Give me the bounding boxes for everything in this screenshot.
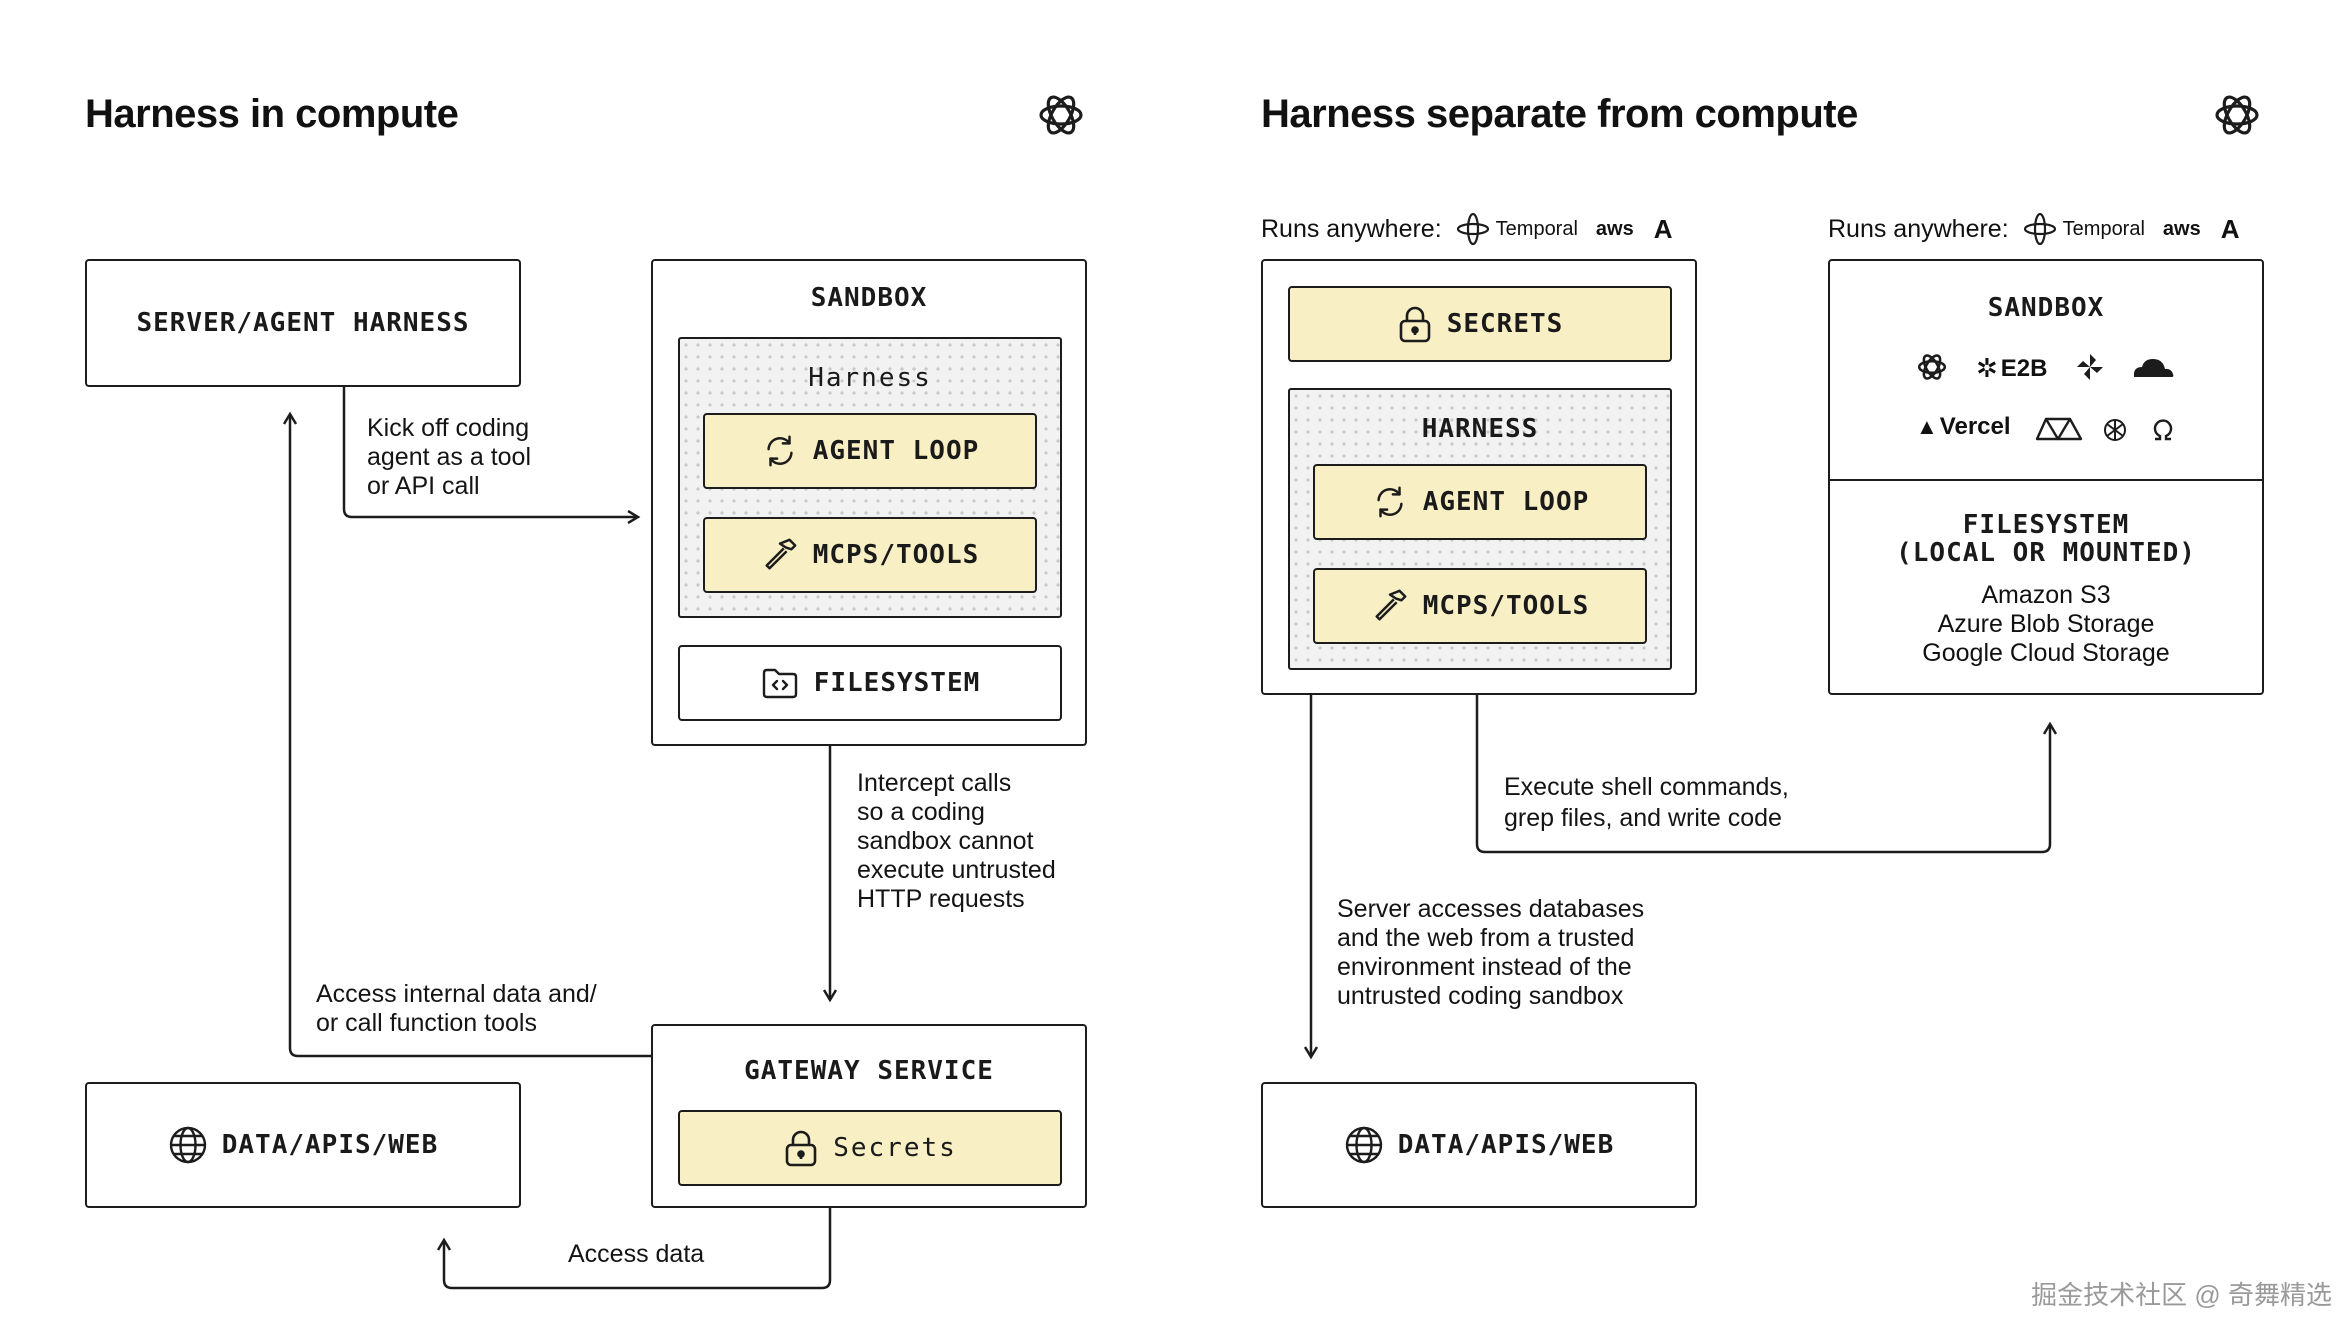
storage-item: Google Cloud Storage (1922, 639, 2170, 667)
right-secrets-box: SECRETS (1288, 286, 1672, 362)
right-data-apis-web-box: DATA/APIS/WEB (1261, 1082, 1697, 1208)
gateway-service-box: GATEWAY SERVICE Secrets (651, 1024, 1087, 1208)
annotation-execute-shell: Execute shell commands, grep files, and … (1504, 773, 1789, 832)
annotation-kickoff: Kick off coding agent as a tool or API c… (367, 414, 532, 500)
right-data-apis-web-label: DATA/APIS/WEB (1397, 1130, 1615, 1160)
right-harness-container-box: SECRETS HARNESS AGENT LOOP MCPS/TOOLS (1261, 259, 1697, 695)
daytona-provider-icon (2104, 419, 2126, 441)
annotation-intercept: Intercept calls so a coding sandbox cann… (857, 769, 1056, 913)
folder-code-icon (762, 668, 797, 699)
temporal-icon (1456, 212, 1489, 246)
left-filesystem-label: FILESYSTEM (813, 668, 981, 698)
left-agent-loop-box: AGENT LOOP (703, 413, 1037, 489)
globe-icon (169, 1126, 206, 1164)
gateway-secrets-box: Secrets (678, 1110, 1062, 1186)
right-title: Harness separate from compute (1261, 92, 1858, 136)
temporal-logo: Temporal (2023, 212, 2145, 246)
e2b-gear-icon: ✲ (1976, 353, 1998, 383)
left-filesystem-box: FILESYSTEM (678, 645, 1062, 721)
cloudflare-icon (2134, 359, 2174, 377)
right-secrets-label: SECRETS (1446, 309, 1564, 339)
e2b-logo: ✲ E2B (1976, 353, 2048, 383)
storage-item: Amazon S3 (1981, 581, 2111, 609)
left-sandbox-label: SANDBOX (810, 283, 928, 313)
openai-logo-icon (2215, 95, 2259, 135)
anthropic-logo: A (2220, 213, 2240, 244)
right-harness-box: HARNESS AGENT LOOP MCPS/TOOLS (1288, 388, 1672, 670)
right-sandbox-box: SANDBOX ✲ E2B ▲ Vercel (1828, 259, 2264, 695)
annotation-access-data: Access data (568, 1240, 705, 1268)
left-data-apis-web-label: DATA/APIS/WEB (221, 1130, 439, 1160)
runs-anywhere-label: Runs anywhere: (1261, 214, 1442, 243)
arrow-access-internal (290, 414, 651, 1058)
annotation-server-access: Server accesses databases and the web fr… (1337, 895, 1645, 1010)
arrow-execute-shell (1475, 694, 2050, 854)
left-sandbox-box: SANDBOX Harness AGENT LOOP MCPS/TOOLS (651, 259, 1087, 746)
runs-anywhere-row-harness: Runs anywhere: Temporal aws A (1261, 212, 1673, 246)
lock-icon (785, 1130, 817, 1167)
runs-anywhere-label: Runs anywhere: (1828, 214, 2009, 243)
temporal-logo: Temporal (1456, 212, 1578, 246)
right-sandbox-label: SANDBOX (1987, 293, 2105, 323)
right-filesystem-label: FILESYSTEM (LOCAL OR MOUNTED) (1896, 510, 2196, 568)
gateway-secrets-label: Secrets (833, 1133, 957, 1163)
left-agent-loop-label: AGENT LOOP (812, 436, 980, 466)
omega-provider-icon (2153, 419, 2173, 441)
modal-provider-icon (2035, 417, 2083, 441)
right-mcps-tools-box: MCPS/TOOLS (1313, 568, 1647, 644)
watermark: 掘金技术社区 @ 奇舞精选 (2031, 1280, 2332, 1310)
gateway-service-label: GATEWAY SERVICE (744, 1056, 994, 1086)
openai-provider-icon (1917, 354, 1947, 380)
arrow-kickoff (342, 386, 638, 517)
right-mcps-tools-label: MCPS/TOOLS (1422, 591, 1590, 621)
right-harness-label: HARNESS (1421, 414, 1539, 444)
left-title: Harness in compute (85, 92, 459, 136)
vercel-triangle-icon: ▲ (1916, 414, 1938, 439)
left-harness-box: Harness AGENT LOOP MCPS/TOOLS (678, 337, 1062, 618)
loop-icon (1377, 486, 1403, 518)
lock-icon (1399, 306, 1431, 343)
left-mcps-tools-label: MCPS/TOOLS (812, 540, 980, 570)
right-agent-loop-label: AGENT LOOP (1422, 487, 1590, 517)
globe-icon (1345, 1126, 1382, 1164)
server-agent-harness-box: SERVER/AGENT HARNESS (85, 259, 521, 387)
anthropic-logo: A (1653, 213, 1673, 244)
runs-anywhere-row-sandbox: Runs anywhere: Temporal aws A (1828, 212, 2240, 246)
aws-logo: aws (2162, 217, 2201, 240)
vercel-logo: ▲ Vercel (1916, 413, 2011, 440)
sandbox-divider (1830, 479, 2262, 481)
arrow-access-data (444, 1207, 832, 1290)
server-agent-harness-label: SERVER/AGENT HARNESS (136, 308, 470, 338)
temporal-icon (2023, 212, 2056, 246)
pinwheel-provider-icon (2077, 354, 2103, 380)
annotation-access-internal: Access internal data and/ or call functi… (316, 980, 597, 1037)
aws-logo: aws (1595, 217, 1634, 240)
storage-list: Amazon S3 Azure Blob Storage Google Clou… (1830, 581, 2262, 668)
hammer-icon (1375, 589, 1407, 621)
left-mcps-tools-box: MCPS/TOOLS (703, 517, 1037, 593)
storage-item: Azure Blob Storage (1937, 610, 2155, 638)
left-harness-label: Harness (808, 363, 932, 393)
openai-logo-icon (1039, 95, 1083, 135)
left-data-apis-web-box: DATA/APIS/WEB (85, 1082, 521, 1208)
right-agent-loop-box: AGENT LOOP (1313, 464, 1647, 540)
loop-icon (767, 435, 793, 467)
hammer-icon (765, 538, 797, 570)
